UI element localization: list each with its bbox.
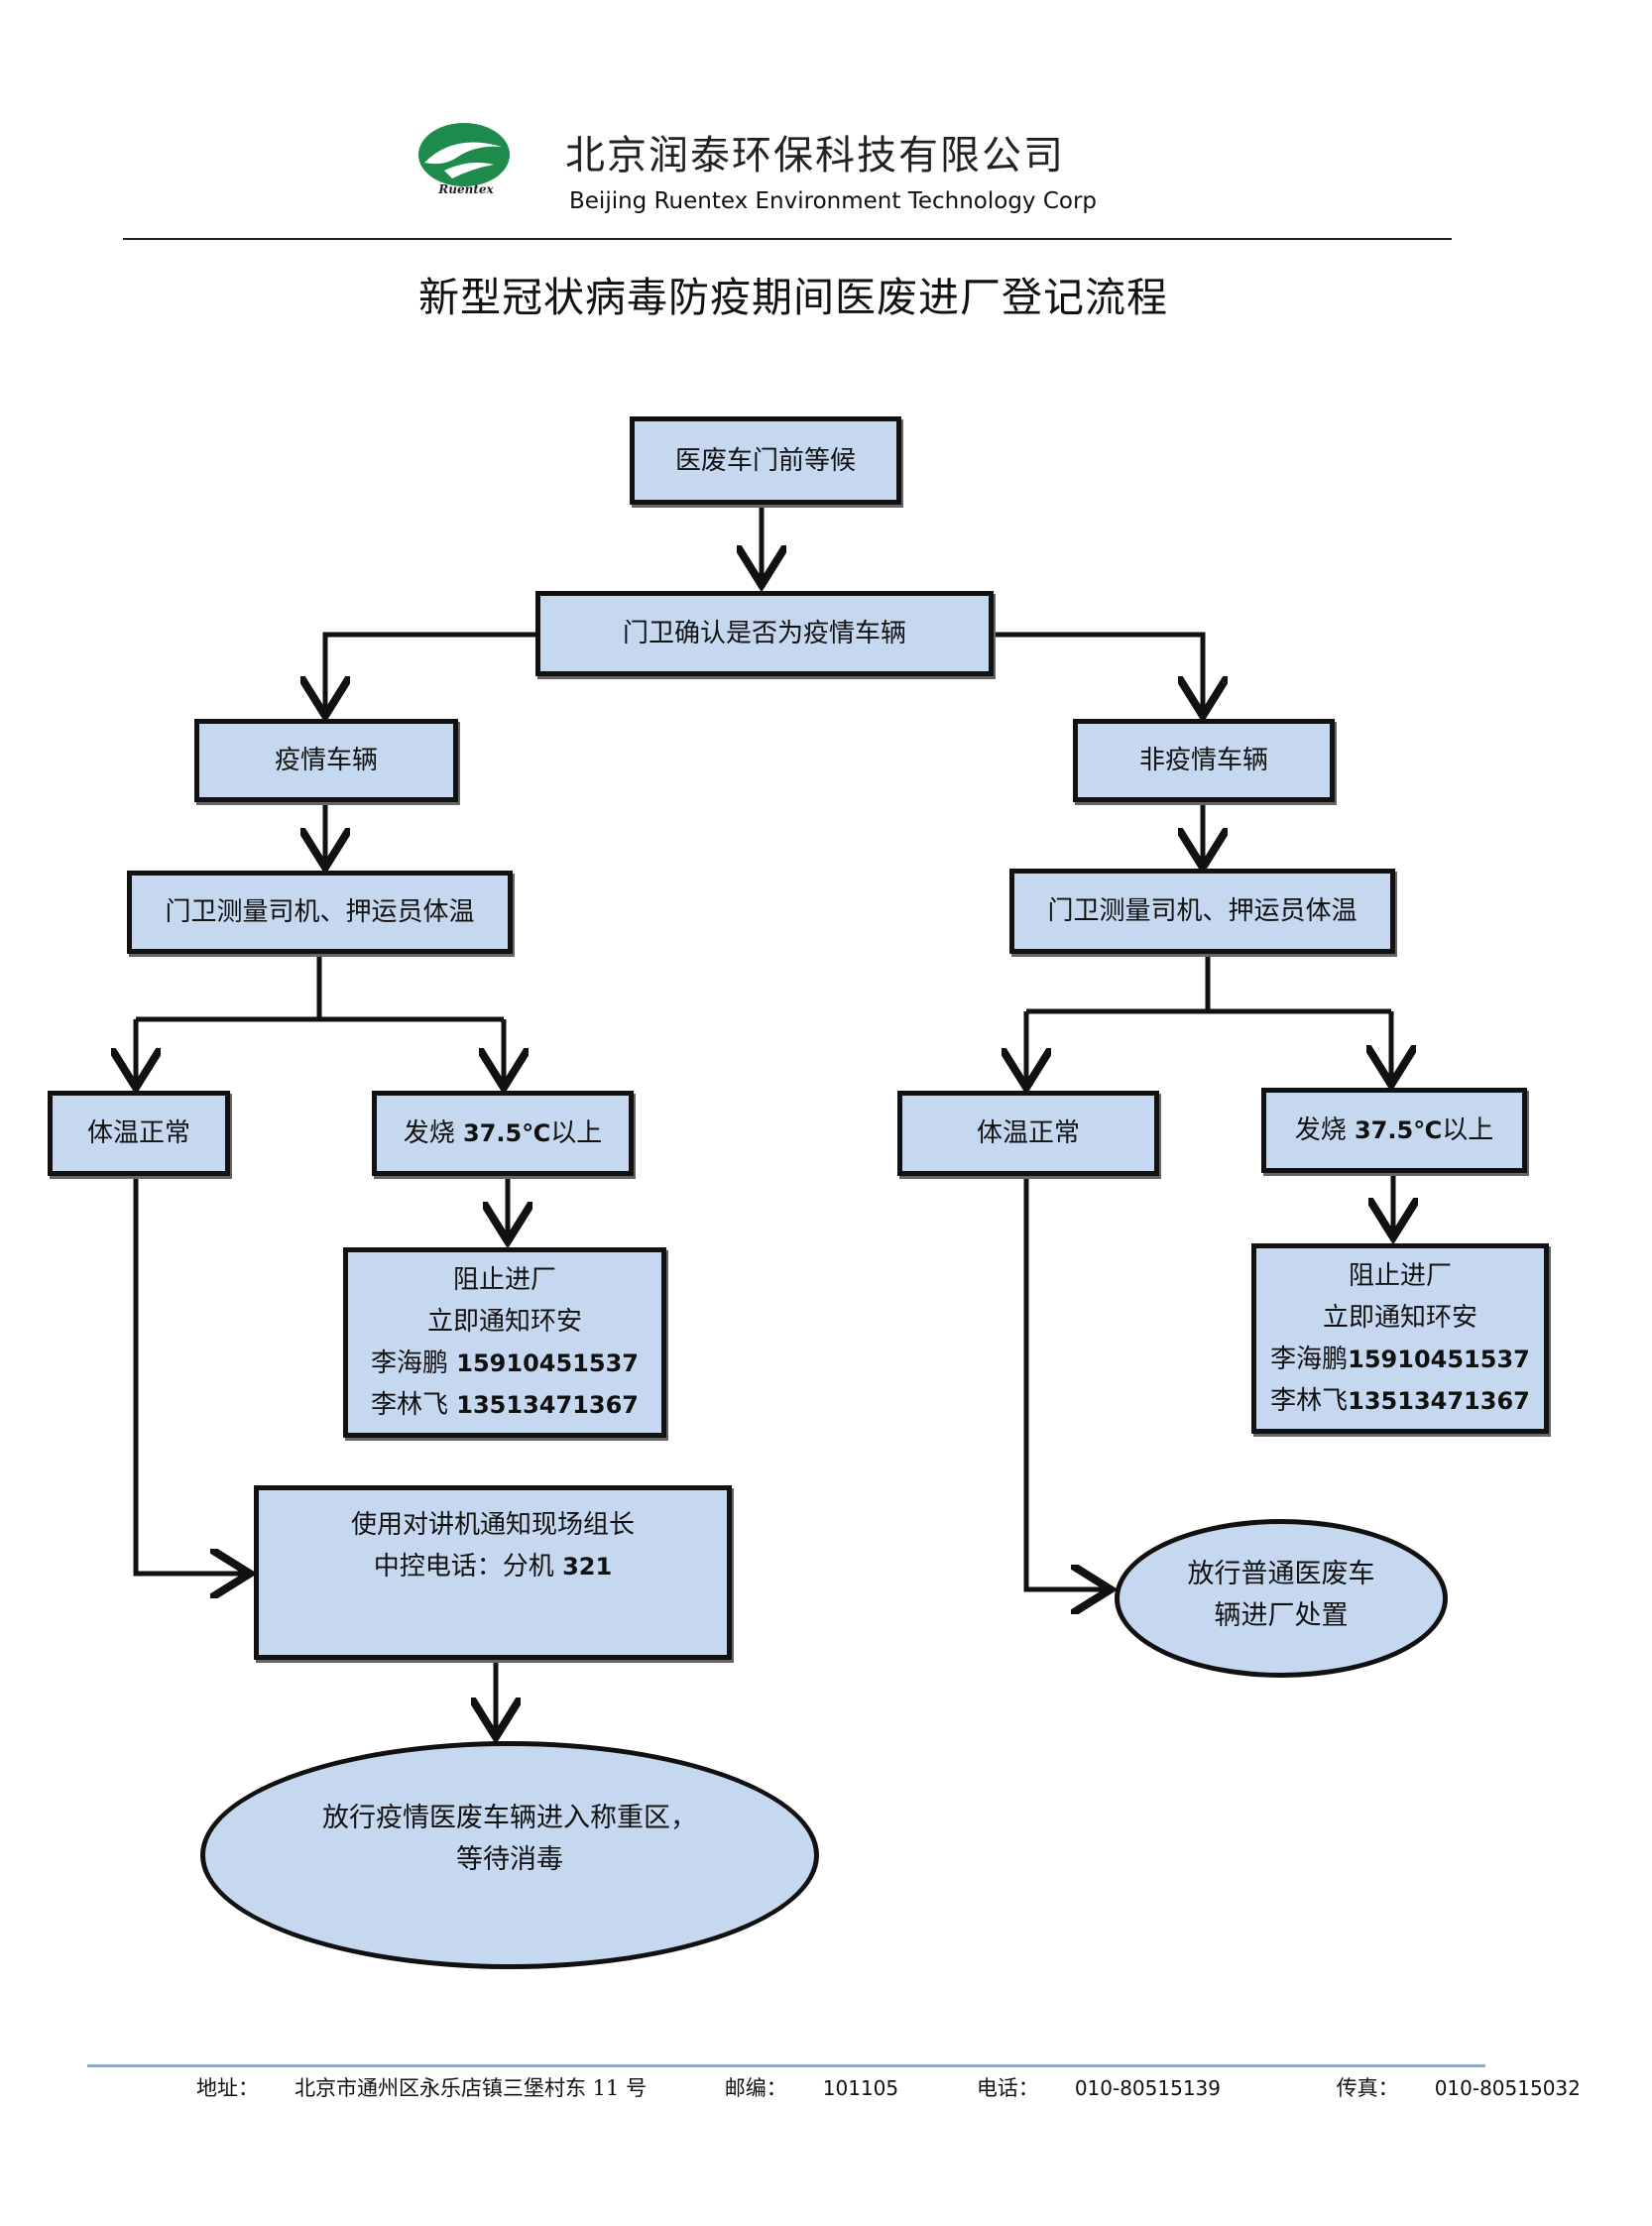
footer-phone: 电话：010-80515139 xyxy=(976,2076,1221,2100)
arrow-right-normal-to-end xyxy=(1023,1173,1111,1589)
node-left-temp-check: 门卫测量司机、押运员体温 xyxy=(127,871,513,954)
node-gate-check: 门卫确认是否为疫情车辆 xyxy=(535,591,994,676)
logo-wordmark: Ruentex xyxy=(438,182,494,196)
node-epidemic-vehicle: 疫情车辆 xyxy=(194,719,458,802)
company-name-en: Beijing Ruentex Environment Technology C… xyxy=(569,188,1098,214)
node-right-fever: 发烧 37.5℃以上 xyxy=(1261,1088,1527,1173)
footer-divider xyxy=(87,2064,1485,2067)
arrow-check-to-epidemic xyxy=(325,632,535,716)
node-right-temp-check: 门卫测量司机、押运员体温 xyxy=(1009,869,1395,954)
node-left-block-entry: 阻止进厂 立即通知环安 李海鹏 15910451537 李林飞 13513471… xyxy=(343,1247,666,1438)
node-left-release-weighing: 放行疫情医废车辆进入称重区， 等待消毒 xyxy=(200,1741,819,1969)
arrow-check-to-nonepidemic xyxy=(990,632,1203,716)
page-title: 新型冠状病毒防疫期间医废进厂登记流程 xyxy=(418,274,1168,321)
arrow-right-temp-split xyxy=(1026,954,1391,1014)
company-name-cn: 北京润泰环保科技有限公司 xyxy=(565,133,1065,178)
node-right-block-entry: 阻止进厂 立即通知环安 李海鹏15910451537 李林飞1351347136… xyxy=(1251,1243,1549,1434)
node-non-epidemic-vehicle: 非疫情车辆 xyxy=(1073,719,1335,802)
arrow-left-normal-to-notify xyxy=(133,1173,250,1574)
node-left-temp-normal: 体温正常 xyxy=(48,1091,230,1176)
header-divider xyxy=(123,238,1452,240)
node-right-temp-normal: 体温正常 xyxy=(897,1091,1159,1176)
company-logo-icon xyxy=(418,123,510,186)
node-right-release-disposal: 放行普通医废车 辆进厂处置 xyxy=(1115,1519,1448,1678)
footer-contact-info: 地址：北京市通州区永乐店镇三堡村东 11 号 邮编：101105 电话：010-… xyxy=(196,2072,1652,2102)
node-notify-team-leader: 使用对讲机通知现场组长 中控电话：分机 321 xyxy=(254,1485,732,1660)
arrow-left-temp-split xyxy=(136,954,504,1022)
flow-connectors xyxy=(0,503,1574,2226)
footer-address: 地址：北京市通州区永乐店镇三堡村东 11 号 xyxy=(196,2076,648,2100)
footer-postcode: 邮编：101105 xyxy=(724,2076,899,2100)
footer-fax: 传真：010-80515032 xyxy=(1336,2076,1581,2100)
node-left-fever: 发烧 37.5℃以上 xyxy=(372,1091,634,1176)
node-start-waiting: 医废车门前等候 xyxy=(630,416,901,505)
